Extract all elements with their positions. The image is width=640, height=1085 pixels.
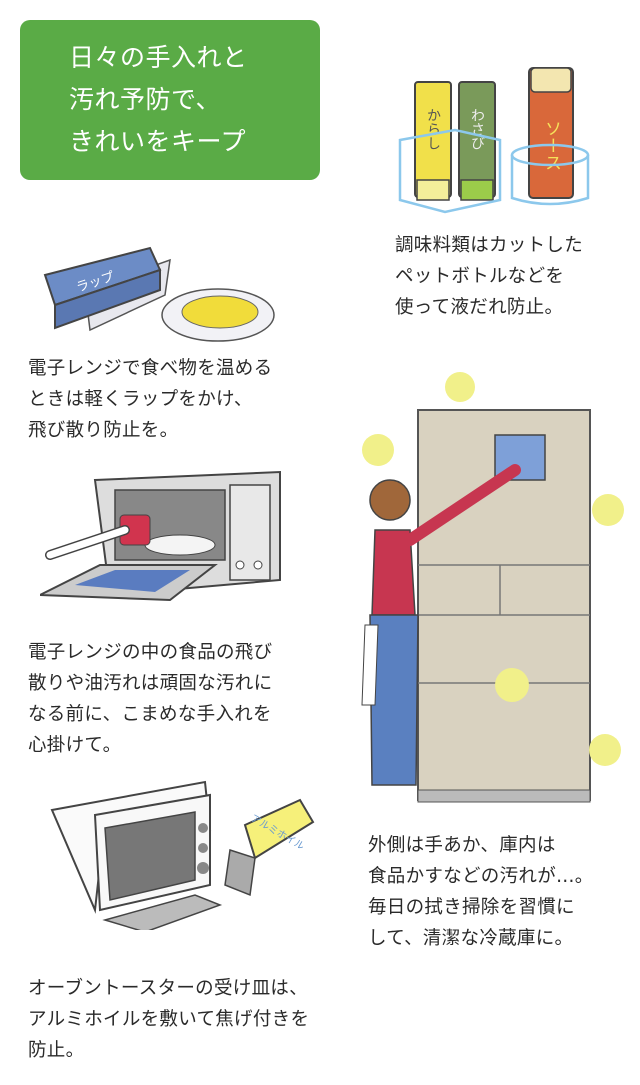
caption-line: 外側は手あか、庫内は (368, 835, 556, 856)
caption-toaster: オーブントースターの受け皿は、 アルミホイルを敷いて焦げ付きを 防止。 (28, 973, 309, 1066)
microwave-illustration (40, 470, 281, 602)
caption-line: 毎日の拭き掃除を習慣に (368, 897, 575, 918)
caption-line: ペットボトルなどを (395, 266, 565, 287)
wrap-illustration: ラップ (43, 246, 275, 342)
caption-microwave-inside: 電子レンジの中の食品の飛び 散りや油汚れは頑固な汚れに なる前に、こまめな手入れ… (28, 637, 272, 761)
caption-line: アルミホイルを敷いて焦げ付きを (28, 1009, 310, 1030)
caption-line: ときは軽くラップをかけ、 (28, 389, 253, 410)
wasabi-label: わさび (469, 108, 485, 150)
title-banner: 日々の手入れと 汚れ予防で、 きれいをキープ (20, 20, 320, 180)
caption-line: 調味料類はカットした (395, 235, 584, 256)
fridge-illustration (361, 372, 624, 803)
title-line: 汚れ予防で、 (69, 85, 222, 114)
caption-line: 防止。 (28, 1040, 85, 1061)
karashi-label: からし (425, 108, 441, 150)
caption-line: 電子レンジの中の食品の飛び (28, 642, 273, 663)
caption-condiments: 調味料類はカットした ペットボトルなどを 使って液だれ防止。 (395, 230, 583, 323)
sparkle-icons (362, 372, 624, 766)
caption-line: 食品かすなどの汚れが…。 (368, 866, 594, 887)
caption-line: 使って液だれ防止。 (395, 297, 564, 318)
title-line: きれいをキープ (69, 127, 247, 156)
caption-line: 散りや油汚れは頑固な汚れに (28, 673, 273, 694)
caption-fridge: 外側は手あか、庫内は 食品かすなどの汚れが…。 毎日の拭き掃除を習慣に して、清… (368, 830, 594, 954)
caption-line: オーブントースターの受け皿は、 (28, 978, 308, 999)
toaster-illustration: アルミホイル (50, 780, 315, 930)
caption-line: 電子レンジで食べ物を温める (28, 358, 273, 379)
caption-line: なる前に、こまめな手入れを (28, 704, 272, 725)
condiments-illustration: からし わさび ソース (398, 67, 590, 214)
caption-microwave-wrap: 電子レンジで食べ物を温める ときは軽くラップをかけ、 飛び散り防止を。 (28, 353, 272, 446)
caption-line: して、清潔な冷蔵庫に。 (368, 928, 574, 949)
title-line: 日々の手入れと (69, 43, 248, 72)
caption-line: 飛び散り防止を。 (28, 420, 179, 441)
caption-line: 心掛けて。 (28, 735, 122, 756)
